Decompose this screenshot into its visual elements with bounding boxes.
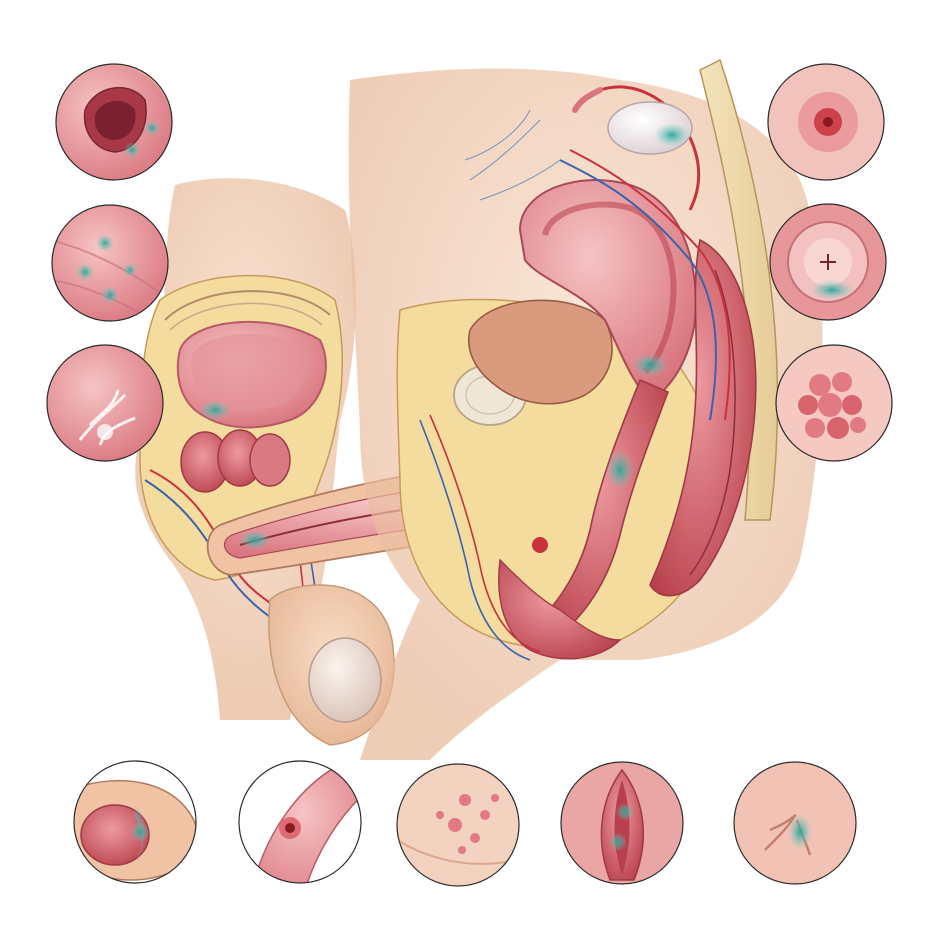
rectal-folds — [689, 269, 736, 576]
inset-border — [767, 63, 885, 181]
inset-border — [775, 344, 893, 462]
pudendal-artery — [429, 414, 541, 653]
testis — [308, 637, 382, 723]
inset-border — [560, 761, 684, 885]
inset-perianal — [733, 761, 857, 885]
inset-border — [396, 763, 520, 887]
lesion-bladder-neck — [199, 400, 231, 420]
nerve-branches — [464, 109, 561, 201]
inset-warts — [775, 344, 893, 462]
lesion-cervix — [632, 353, 668, 377]
inset-border — [769, 203, 887, 321]
lesion-ovary — [654, 123, 690, 147]
pudendal-vein — [419, 419, 531, 661]
inset-oral-ulcer — [55, 63, 173, 181]
sacrum — [699, 58, 779, 521]
uterus — [518, 179, 697, 402]
peritoneum-line — [164, 290, 331, 321]
uterine-artery — [569, 149, 731, 421]
inset-red-lesion — [767, 63, 885, 181]
inset-border — [55, 63, 173, 181]
fimbriae — [572, 87, 603, 113]
inset-border — [51, 204, 169, 322]
uterine-vein — [559, 159, 717, 421]
bladder-inner-wall — [191, 333, 308, 411]
inset-tissue-scar — [46, 344, 164, 462]
inset-border — [73, 760, 197, 884]
inset-border — [238, 760, 362, 884]
inset-glans — [73, 760, 197, 884]
inset-cervix — [769, 203, 887, 321]
inset-blisters — [396, 763, 520, 887]
seminal-vesicle-right — [249, 433, 291, 487]
vulva — [498, 558, 622, 660]
inset-chancre — [238, 760, 362, 884]
endometrium — [542, 201, 677, 375]
rectum — [649, 238, 757, 597]
inset-border — [46, 344, 164, 462]
peritoneum-line-inner — [169, 302, 323, 331]
inset-vulva — [560, 761, 684, 885]
inset-skin-spots — [51, 204, 169, 322]
female-bladder — [468, 299, 613, 405]
clitoris — [532, 537, 548, 553]
lesion-vaginal-wall — [606, 450, 634, 490]
lesion-urethra — [239, 530, 271, 550]
female-cross-section — [348, 58, 823, 760]
inset-border — [733, 761, 857, 885]
